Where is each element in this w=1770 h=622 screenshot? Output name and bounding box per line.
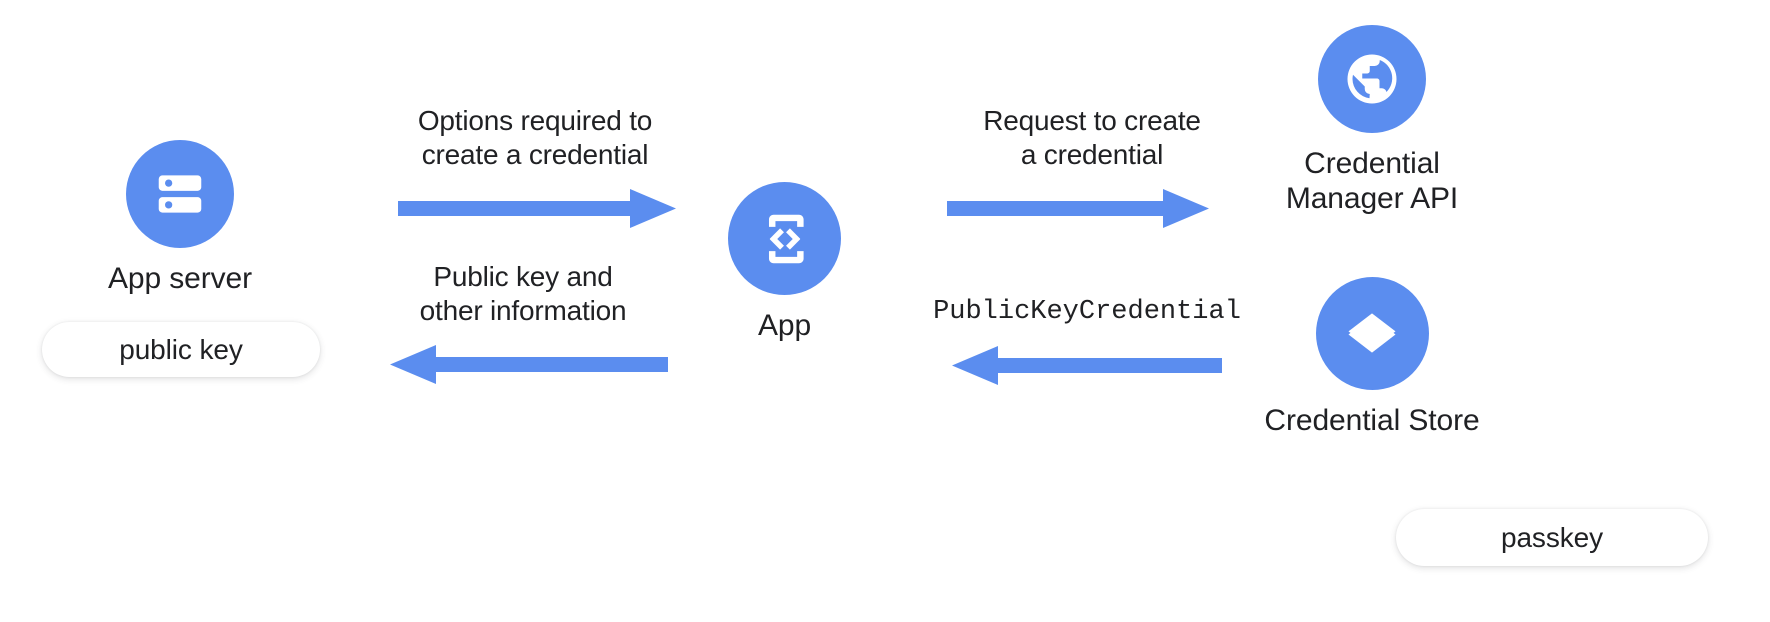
node-app-label: App — [757, 309, 812, 342]
node-credential-store-label: Credential Store — [1264, 404, 1480, 437]
server-icon — [126, 140, 234, 248]
layers-icon — [1315, 277, 1429, 390]
pill-passkey-label: passkey — [1500, 521, 1604, 553]
pill-public-key: public key — [42, 322, 320, 377]
flow-options-required-label: Options required to create a credential — [417, 105, 653, 170]
flow-publickeycredential-label: PublicKeyCredential — [933, 297, 1241, 327]
arrow-right-request-create — [947, 183, 1237, 235]
pill-public-key-label: public key — [119, 333, 243, 365]
flow-public-key-and-other-info-label: Public key and other information — [419, 261, 627, 326]
node-credential-store: Credential Store — [1258, 277, 1486, 439]
flow-request-to-create: Request to create a credential — [947, 104, 1237, 235]
globe-icon — [1318, 25, 1426, 133]
arrow-left-public-key — [368, 339, 678, 391]
node-credential-manager-api-label: Credential Manager API — [1285, 147, 1459, 215]
pill-passkey: passkey — [1396, 509, 1708, 566]
flow-publickeycredential: PublicKeyCredential — [932, 296, 1242, 392]
flow-options-required: Options required to create a credential — [380, 104, 690, 235]
arrow-right-options-required — [380, 183, 690, 235]
flow-request-to-create-label: Request to create a credential — [983, 105, 1201, 170]
node-app: App — [727, 182, 842, 344]
node-app-server-label: App server — [107, 262, 253, 295]
node-app-server: App server — [105, 140, 255, 297]
app-code-phone-icon — [728, 182, 841, 295]
node-credential-manager-api: Credential Manager API — [1264, 25, 1480, 217]
flow-public-key-and-other-info: Public key and other information — [368, 260, 678, 391]
arrow-left-publickeycredential — [932, 340, 1242, 392]
